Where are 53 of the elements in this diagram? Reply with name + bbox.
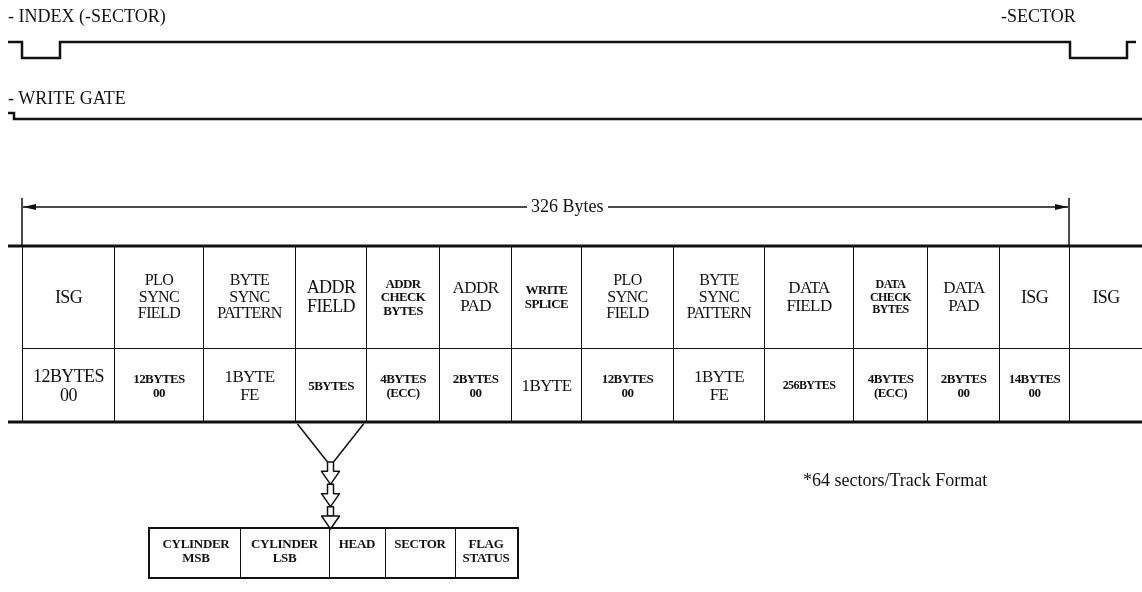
field-cell	[999, 246, 1069, 422]
subfield-name: CYLINDER LSB	[251, 537, 318, 565]
field-name: ISG	[1020, 287, 1049, 307]
note-text: *64 sectors/Track Format	[803, 470, 988, 491]
field-name: DATA FIELD	[786, 279, 832, 315]
byte-count: 12BYTES 00	[133, 371, 185, 400]
byte-count: 12BYTES 00	[33, 366, 104, 405]
signal-name: - INDEX (-SECTOR)	[8, 6, 166, 27]
signal-name: -SECTOR	[1001, 6, 1076, 27]
field-cell	[1069, 246, 1142, 422]
field-name: ISG	[1092, 287, 1120, 307]
byte-count: 256BYTES	[782, 379, 836, 392]
byte-count: 14BYTES 00	[1008, 371, 1061, 400]
field-name: ISG	[54, 287, 83, 307]
field-cell	[114, 246, 203, 422]
byte-count: 4BYTES (ECC)	[867, 371, 914, 400]
address-field-table	[148, 527, 519, 579]
byte-count: 5BYTES	[308, 378, 354, 393]
field-name: PLO SYNC FIELD	[606, 271, 649, 323]
subfield-name: CYLINDER MSB	[162, 537, 230, 565]
field-cell	[581, 246, 673, 422]
field-cell	[366, 246, 439, 422]
byte-count: 1BYTE FE	[694, 367, 744, 404]
arrow	[296, 423, 365, 530]
signal-name: - WRITE GATE	[8, 88, 126, 109]
field-name: ADDR FIELD	[306, 278, 356, 316]
byte-count: 4BYTES (ECC)	[380, 371, 426, 400]
subfield-name: SECTOR	[394, 537, 446, 551]
byte-count: 12BYTES 00	[601, 371, 654, 400]
field-cell	[203, 246, 295, 422]
field-cell	[927, 246, 999, 422]
byte-count: 1BYTE FE	[224, 367, 275, 404]
field-name: ADDR PAD	[452, 279, 499, 315]
field-name: BYTE SYNC PATTERN	[686, 271, 752, 323]
field-name: ADDR CHECK BYTES	[380, 276, 426, 318]
field-name: WRITE SPLICE	[524, 283, 569, 311]
byte-count: 1BYTE	[521, 376, 572, 395]
field-cell	[673, 246, 764, 422]
subfield-name: FLAG STATUS	[462, 537, 510, 565]
field-cell	[853, 246, 927, 422]
field-name: BYTE SYNC PATTERN	[217, 271, 282, 323]
byte-count: 2BYTES 00	[940, 371, 987, 400]
field-cell	[764, 246, 853, 422]
field-name: DATA CHECK BYTES	[870, 278, 911, 316]
field-cell	[295, 246, 366, 422]
subfield-name: HEAD	[338, 537, 376, 551]
field-cell	[511, 246, 581, 422]
dimension-label: 326 Bytes	[527, 196, 608, 217]
field-name: PLO SYNC FIELD	[137, 271, 181, 323]
byte-count: 2BYTES 00	[452, 371, 499, 400]
field-cell	[439, 246, 511, 422]
field-name: DATA PAD	[943, 279, 984, 315]
field-cell	[22, 246, 114, 422]
